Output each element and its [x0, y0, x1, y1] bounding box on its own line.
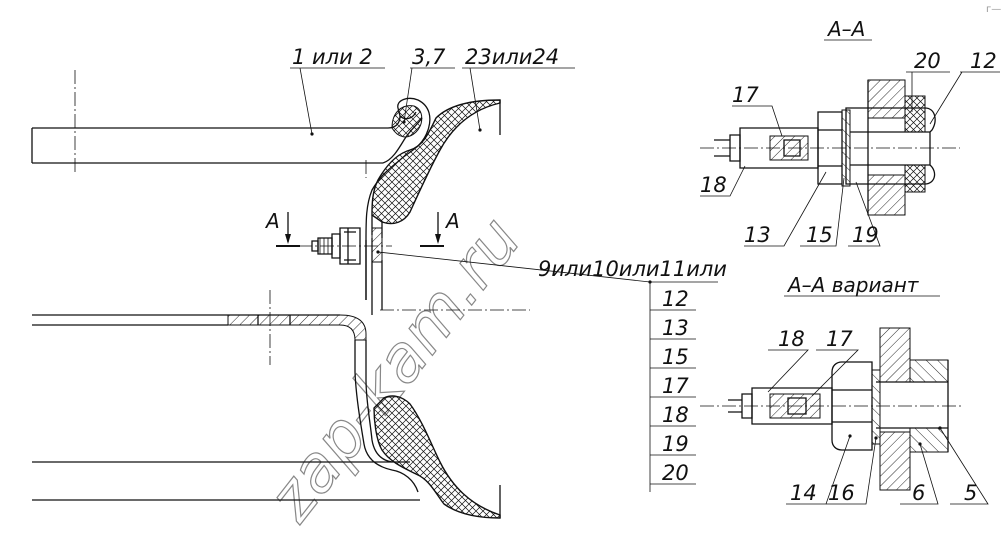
tire-bead-lower [373, 395, 501, 519]
rim-lower [32, 314, 420, 501]
svg-text:12: 12 [970, 49, 997, 73]
svg-text:14: 14 [790, 481, 817, 505]
callout-tire: 23или24 [462, 45, 575, 132]
list-item: 19 [662, 432, 689, 456]
svg-text:9или10или11или: 9или10или11или [538, 257, 727, 281]
svg-text:18: 18 [700, 173, 727, 197]
list-item: 12 [662, 287, 689, 311]
svg-text:6: 6 [912, 481, 925, 505]
svg-text:5: 5 [964, 481, 977, 505]
list-item: 17 [662, 374, 689, 398]
section-aa: А–А 17 18 20 12 13 15 [700, 17, 1000, 247]
section-mark-left: А [264, 209, 300, 247]
list-item: 13 [662, 316, 689, 340]
svg-text:3,7: 3,7 [412, 45, 446, 69]
section-aa-variant: А–А вариант 18 17 14 16 6 5 [700, 273, 989, 505]
valve-main [298, 227, 392, 265]
svg-text:15: 15 [806, 223, 833, 247]
svg-text:13: 13 [744, 223, 771, 247]
svg-text:1 или 2: 1 или 2 [292, 45, 373, 69]
corner-mark: г— [986, 4, 1001, 15]
svg-text:19: 19 [852, 223, 879, 247]
callout-rim: 1 или 2 [290, 45, 385, 136]
rim-upper [31, 97, 431, 300]
section-aa-title: А–А [826, 17, 865, 41]
list-item: 18 [662, 403, 689, 427]
svg-text:А: А [264, 209, 280, 233]
svg-text:20: 20 [914, 49, 941, 73]
list-item: 15 [662, 345, 689, 369]
svg-text:17: 17 [826, 327, 853, 351]
svg-text:18: 18 [778, 327, 805, 351]
list-item: 20 [662, 461, 689, 485]
callout-valve-group: 9или10или11или 12 13 15 17 18 19 20 [376, 250, 727, 492]
svg-text:16: 16 [828, 481, 855, 505]
section-mark-right: А [420, 209, 460, 247]
svg-text:17: 17 [732, 83, 759, 107]
callout-ring: 3,7 [402, 45, 455, 124]
section-aa-variant-title: А–А вариант [786, 273, 920, 297]
main-view: А А 1 и [31, 45, 727, 519]
tire-bead-upper [371, 99, 501, 225]
watermark-text: zap-kam.ru [254, 204, 536, 535]
svg-text:23или24: 23или24 [465, 45, 559, 69]
svg-text:А: А [444, 209, 460, 233]
